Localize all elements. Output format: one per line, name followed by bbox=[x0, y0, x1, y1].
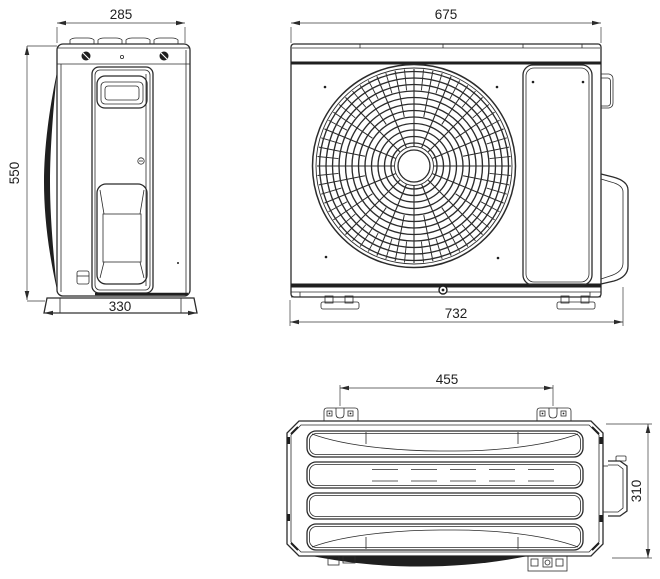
top-depth-label: 310 bbox=[629, 480, 644, 503]
top-view: 455 bbox=[286, 372, 652, 572]
side-bottom-clip bbox=[76, 270, 90, 285]
side-bottom-handle bbox=[96, 183, 148, 285]
top-mount-spacing-label: 455 bbox=[436, 372, 459, 387]
side-view: 285 550 bbox=[7, 7, 198, 316]
front-width-overall-label: 732 bbox=[445, 306, 468, 321]
side-panel-screw bbox=[137, 157, 145, 165]
front-side-bracket bbox=[601, 73, 614, 109]
top-bottom-bracket bbox=[527, 555, 568, 572]
top-valve-box bbox=[603, 455, 628, 517]
side-coil-fins bbox=[44, 72, 57, 290]
vent-slot-2 bbox=[306, 461, 584, 489]
fan-hub bbox=[397, 149, 431, 183]
front-feet bbox=[320, 295, 596, 310]
front-width-top-label: 675 bbox=[435, 7, 458, 22]
front-view: 675 bbox=[289, 7, 629, 326]
top-dim-depth: 310 bbox=[606, 423, 652, 559]
top-vent-slots bbox=[306, 430, 584, 551]
top-chassis bbox=[286, 420, 604, 557]
side-dim-width-top: 285 bbox=[56, 7, 186, 43]
top-dim-mount-spacing: 455 bbox=[339, 372, 554, 406]
side-top-handle bbox=[96, 75, 148, 109]
mount-bracket-right bbox=[536, 407, 572, 421]
side-top-screws bbox=[81, 51, 169, 61]
front-dim-width-overall: 732 bbox=[289, 287, 624, 326]
side-top-tabs bbox=[69, 37, 179, 44]
front-valve-cover bbox=[600, 173, 629, 285]
front-base-screw bbox=[438, 285, 448, 295]
fan-grille bbox=[311, 63, 517, 269]
front-cabinet bbox=[290, 43, 602, 298]
top-mounting-brackets bbox=[323, 407, 572, 421]
vent-slot-3 bbox=[306, 492, 584, 520]
front-service-panel bbox=[522, 64, 593, 286]
side-base-width-label: 330 bbox=[109, 299, 132, 314]
side-body bbox=[44, 37, 191, 297]
side-height-label: 550 bbox=[7, 162, 22, 185]
vent-slot-1 bbox=[306, 430, 584, 458]
front-panel-screws bbox=[323, 80, 585, 260]
top-bottom-details bbox=[312, 555, 568, 572]
front-dim-width-top: 675 bbox=[290, 7, 602, 43]
vent-slot-4 bbox=[306, 523, 584, 551]
fan-grille-spokes bbox=[317, 69, 511, 263]
side-width-top-label: 285 bbox=[110, 7, 133, 22]
side-dim-base-width: 330 bbox=[44, 299, 197, 316]
side-dim-height: 550 bbox=[7, 45, 57, 302]
mount-bracket-left bbox=[323, 407, 359, 421]
